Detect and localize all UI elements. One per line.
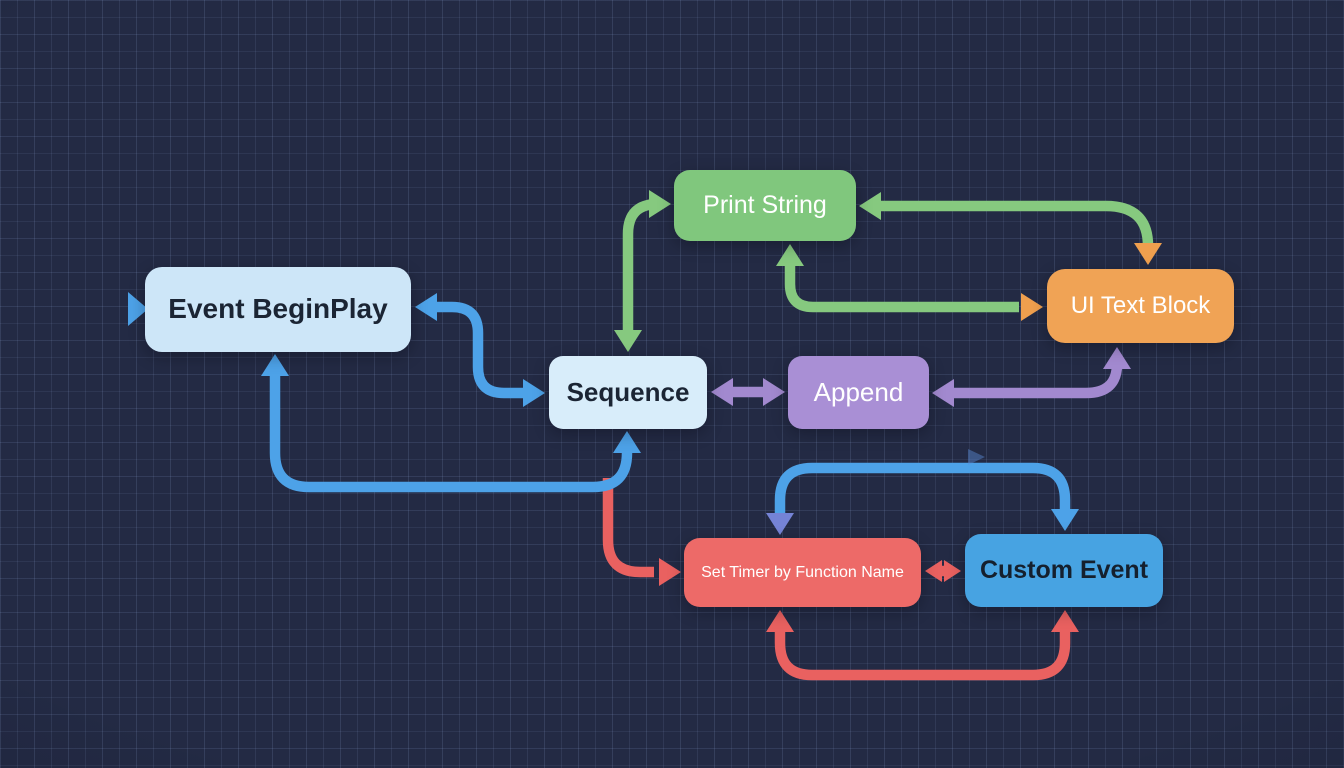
node-print-string[interactable]: Print String (674, 170, 856, 241)
edge-printstring-uitextblock-top-line (880, 200, 1154, 247)
edge-settimer-customevent-bottom-loop-line (774, 629, 1071, 681)
edge-sequence-printstring (614, 190, 671, 352)
node-label-append: Append (813, 377, 904, 408)
node-sequence[interactable]: Sequence (549, 356, 707, 429)
beginplay-exec-pin[interactable] (128, 292, 148, 326)
node-label-event-beginplay: Event BeginPlay (168, 293, 388, 325)
edge-printstring-uitextblock-left-arrowhead-0 (776, 244, 804, 266)
edge-append-uitextblock (932, 347, 1131, 407)
node-custom-event[interactable]: Custom Event (965, 534, 1163, 607)
edge-settimer-customevent-top-loop (766, 462, 1079, 535)
edge-printstring-uitextblock-left (776, 244, 1043, 321)
node-set-timer-by-function-name[interactable]: Set Timer by Function Name (684, 538, 921, 607)
edge-sequence-append-arrowhead-1 (763, 378, 785, 406)
edge-beginplay-sequence-bottom-loop (261, 354, 641, 493)
edge-settimer-customevent-direct-arrowhead-0 (925, 560, 942, 582)
node-append[interactable]: Append (788, 356, 929, 429)
edge-beginplay-sequence-bottom-loop-line (269, 374, 633, 493)
edge-beginplay-sequence-scurve-arrowhead-1 (523, 379, 545, 407)
edge-settimer-customevent-bottom-loop (766, 610, 1079, 681)
edge-sequence-append (711, 378, 785, 406)
edge-sequence-printstring-line (622, 198, 659, 331)
edge-beginplay-sequence-bottom-loop-arrowhead-0 (261, 354, 289, 376)
edge-printstring-uitextblock-top (859, 192, 1162, 265)
edge-append-uitextblock-arrowhead-1 (1103, 347, 1131, 369)
edge-append-uitextblock-arrowhead-0 (932, 379, 954, 407)
edge-settimer-customevent-direct-arrowhead-1 (944, 560, 961, 582)
edge-printstring-uitextblock-top-arrowhead-1 (1134, 243, 1162, 265)
edge-append-uitextblock-line (952, 363, 1123, 399)
edge-settimer-customevent-top-loop-arrowhead-1 (1051, 509, 1079, 531)
edge-printstring-uitextblock-top-arrowhead-0 (859, 192, 881, 220)
edge-settimer-customevent-direct (925, 560, 961, 582)
edge-sequence-to-settimer-line (602, 478, 654, 578)
edge-beginplay-sequence-scurve (415, 293, 545, 407)
edge-beginplay-sequence-bottom-loop-arrowhead-1 (613, 431, 641, 453)
node-ui-text-block[interactable]: UI Text Block (1047, 269, 1234, 343)
edge-beginplay-sequence-scurve-arrowhead-0 (415, 293, 437, 321)
edge-sequence-printstring-arrowhead-1 (649, 190, 671, 218)
node-label-custom-event: Custom Event (979, 555, 1149, 584)
node-label-print-string: Print String (703, 190, 827, 219)
edge-settimer-customevent-top-loop-line (774, 462, 1071, 516)
edge-settimer-customevent-bottom-loop-arrowhead-1 (1051, 610, 1079, 632)
edge-printstring-uitextblock-left-line (784, 263, 1019, 313)
node-label-sequence: Sequence (566, 377, 690, 408)
edge-sequence-to-settimer (602, 478, 681, 586)
edge-beginplay-sequence-scurve-line (434, 301, 524, 399)
node-label-ui-text-block: UI Text Block (1070, 291, 1211, 319)
edge-settimer-customevent-bottom-loop-arrowhead-0 (766, 610, 794, 632)
edge-sequence-to-settimer-arrowhead-0 (659, 558, 681, 586)
edge-settimer-customevent-top-loop-arrowhead-0 (766, 513, 794, 535)
edge-sequence-append-arrowhead-0 (711, 378, 733, 406)
node-label-set-timer-by-function-name: Set Timer by Function Name (701, 563, 904, 581)
edge-printstring-uitextblock-left-arrowhead-1 (1021, 293, 1043, 321)
faint-stray-arrow (968, 449, 985, 465)
edge-sequence-printstring-arrowhead-0 (614, 330, 642, 352)
node-event-beginplay[interactable]: Event BeginPlay (145, 267, 411, 352)
